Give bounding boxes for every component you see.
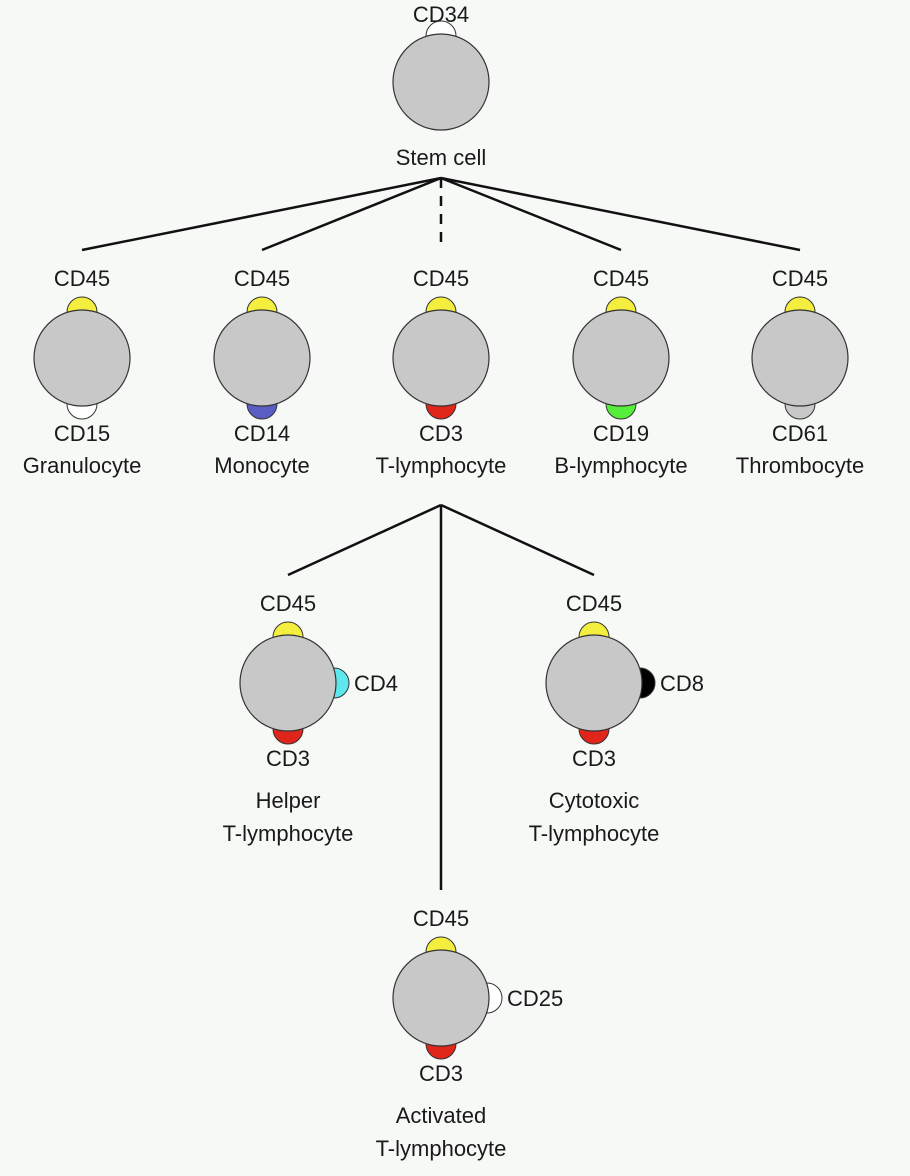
marker-label-bottom: CD19 [593,421,649,446]
cell-name: Monocyte [214,453,309,478]
cell-body [392,309,490,407]
marker-label-top: CD45 [413,266,469,291]
edge-stem-to-b-lymphocyte [440,176,622,252]
edge-t-lymphocyte-to-helper [287,503,442,577]
cell-name-line: Helper [256,788,321,813]
marker-label-right: CD4 [354,671,398,696]
marker-label-top: CD45 [413,906,469,931]
cell-body [545,634,643,732]
marker-label-bottom: CD3 [572,746,616,771]
marker-label-bottom: CD61 [772,421,828,446]
marker-label-top: CD45 [54,266,110,291]
edge-t-lymphocyte-to-cytotoxic [440,503,595,577]
cell-body [392,33,490,131]
cell-name-line: T-lymphocyte [376,1136,507,1161]
marker-label-bottom: CD15 [54,421,110,446]
edge-stem-to-granulocyte [81,176,442,252]
cell-name-line: Cytotoxic [549,788,639,813]
cell-body [213,309,311,407]
cell-name: Thrombocyte [736,453,864,478]
marker-label-bottom: CD14 [234,421,290,446]
cell-name-line: T-lymphocyte [529,821,660,846]
marker-label-top: CD45 [772,266,828,291]
cell-name: B-lymphocyte [554,453,687,478]
marker-label-right: CD25 [507,986,563,1011]
cell-name: Stem cell [396,145,486,170]
marker-label-right: CD8 [660,671,704,696]
marker-label-bottom: CD3 [419,1061,463,1086]
marker-label-top: CD45 [234,266,290,291]
marker-label-top: CD45 [260,591,316,616]
cell-name: T-lymphocyte [376,453,507,478]
cell-name-line: T-lymphocyte [223,821,354,846]
marker-label-top: CD34 [413,2,469,27]
edge-stem-to-thrombocyte [440,176,801,252]
cell-name-line: Activated [396,1103,487,1128]
cell-body [33,309,131,407]
marker-label-bottom: CD3 [266,746,310,771]
cell-body [239,634,337,732]
marker-label-top: CD45 [593,266,649,291]
cell-body [751,309,849,407]
marker-label-top: CD45 [566,591,622,616]
marker-label-bottom: CD3 [419,421,463,446]
cell-name: Granulocyte [23,453,142,478]
cell-body [392,949,490,1047]
cell-body [572,309,670,407]
edge-stem-to-monocyte [261,176,442,252]
edges [81,176,801,890]
